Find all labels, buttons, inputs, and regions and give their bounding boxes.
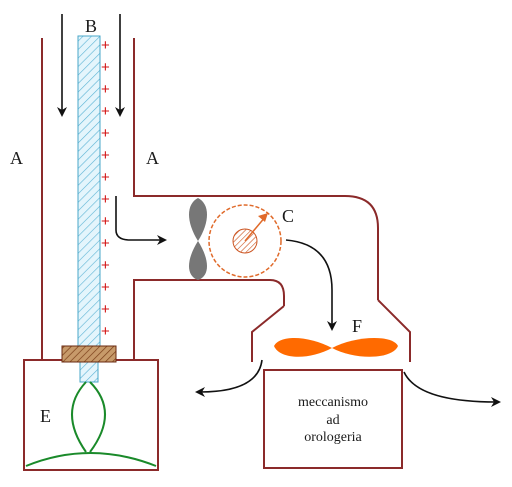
arrow-exit-right <box>403 371 501 407</box>
right-wall-lower <box>133 279 285 360</box>
rotor-outer <box>208 204 282 278</box>
fan-right-blade <box>332 337 398 357</box>
rotor-needle <box>244 215 267 242</box>
label-a-left: A <box>10 148 23 168</box>
label-e: E <box>40 406 51 426</box>
charge-plus: + <box>101 59 110 76</box>
arrow-exit-left <box>195 359 263 397</box>
charge-plus: + <box>101 235 110 252</box>
valve <box>189 198 207 280</box>
bellows-right <box>89 381 106 453</box>
rod-b <box>77 35 101 347</box>
rotor-needle-tip <box>258 213 268 222</box>
arrow-to-valve <box>115 196 167 245</box>
clockwork-box <box>263 369 403 469</box>
charge-plus: + <box>101 37 110 54</box>
clockwork-line-2: ad <box>326 413 339 428</box>
charge-plus: + <box>101 81 110 98</box>
rotor-c <box>208 204 282 278</box>
valve-top-blade <box>189 198 207 241</box>
airflow-arrows <box>57 14 501 407</box>
outlet-left-flare <box>251 305 285 362</box>
clockwork-line-1: meccanismo <box>298 395 368 410</box>
charge-plus: + <box>101 323 110 340</box>
valve-bottom-blade <box>189 241 207 280</box>
arrow-to-fan <box>285 239 337 331</box>
fan-left-blade <box>274 337 332 357</box>
charge-plus: + <box>101 279 110 296</box>
tube-walls <box>41 38 411 362</box>
clockwork-line-3: orologeria <box>304 430 362 445</box>
right-wall-upper <box>133 38 379 300</box>
charge-plus: + <box>101 191 110 208</box>
rod-b-lower <box>79 361 99 383</box>
label-b: B <box>85 16 97 36</box>
label-f: F <box>352 316 362 336</box>
label-c: C <box>282 206 294 226</box>
charge-plus: + <box>101 103 110 120</box>
charge-plus: + <box>101 301 110 318</box>
outlet-right-flare <box>377 299 411 362</box>
label-a-right: A <box>146 148 159 168</box>
charge-column: + + + + + + + + + + + + + + <box>101 37 110 340</box>
charge-plus: + <box>101 125 110 142</box>
bellows-left <box>71 381 87 453</box>
charge-plus: + <box>101 213 110 230</box>
charge-plus: + <box>101 257 110 274</box>
fan-f <box>274 337 398 357</box>
bellows-base <box>25 452 157 467</box>
bellows <box>25 381 157 467</box>
charge-plus: + <box>101 169 110 186</box>
rod-collar <box>61 345 117 363</box>
charge-plus: + <box>101 147 110 164</box>
